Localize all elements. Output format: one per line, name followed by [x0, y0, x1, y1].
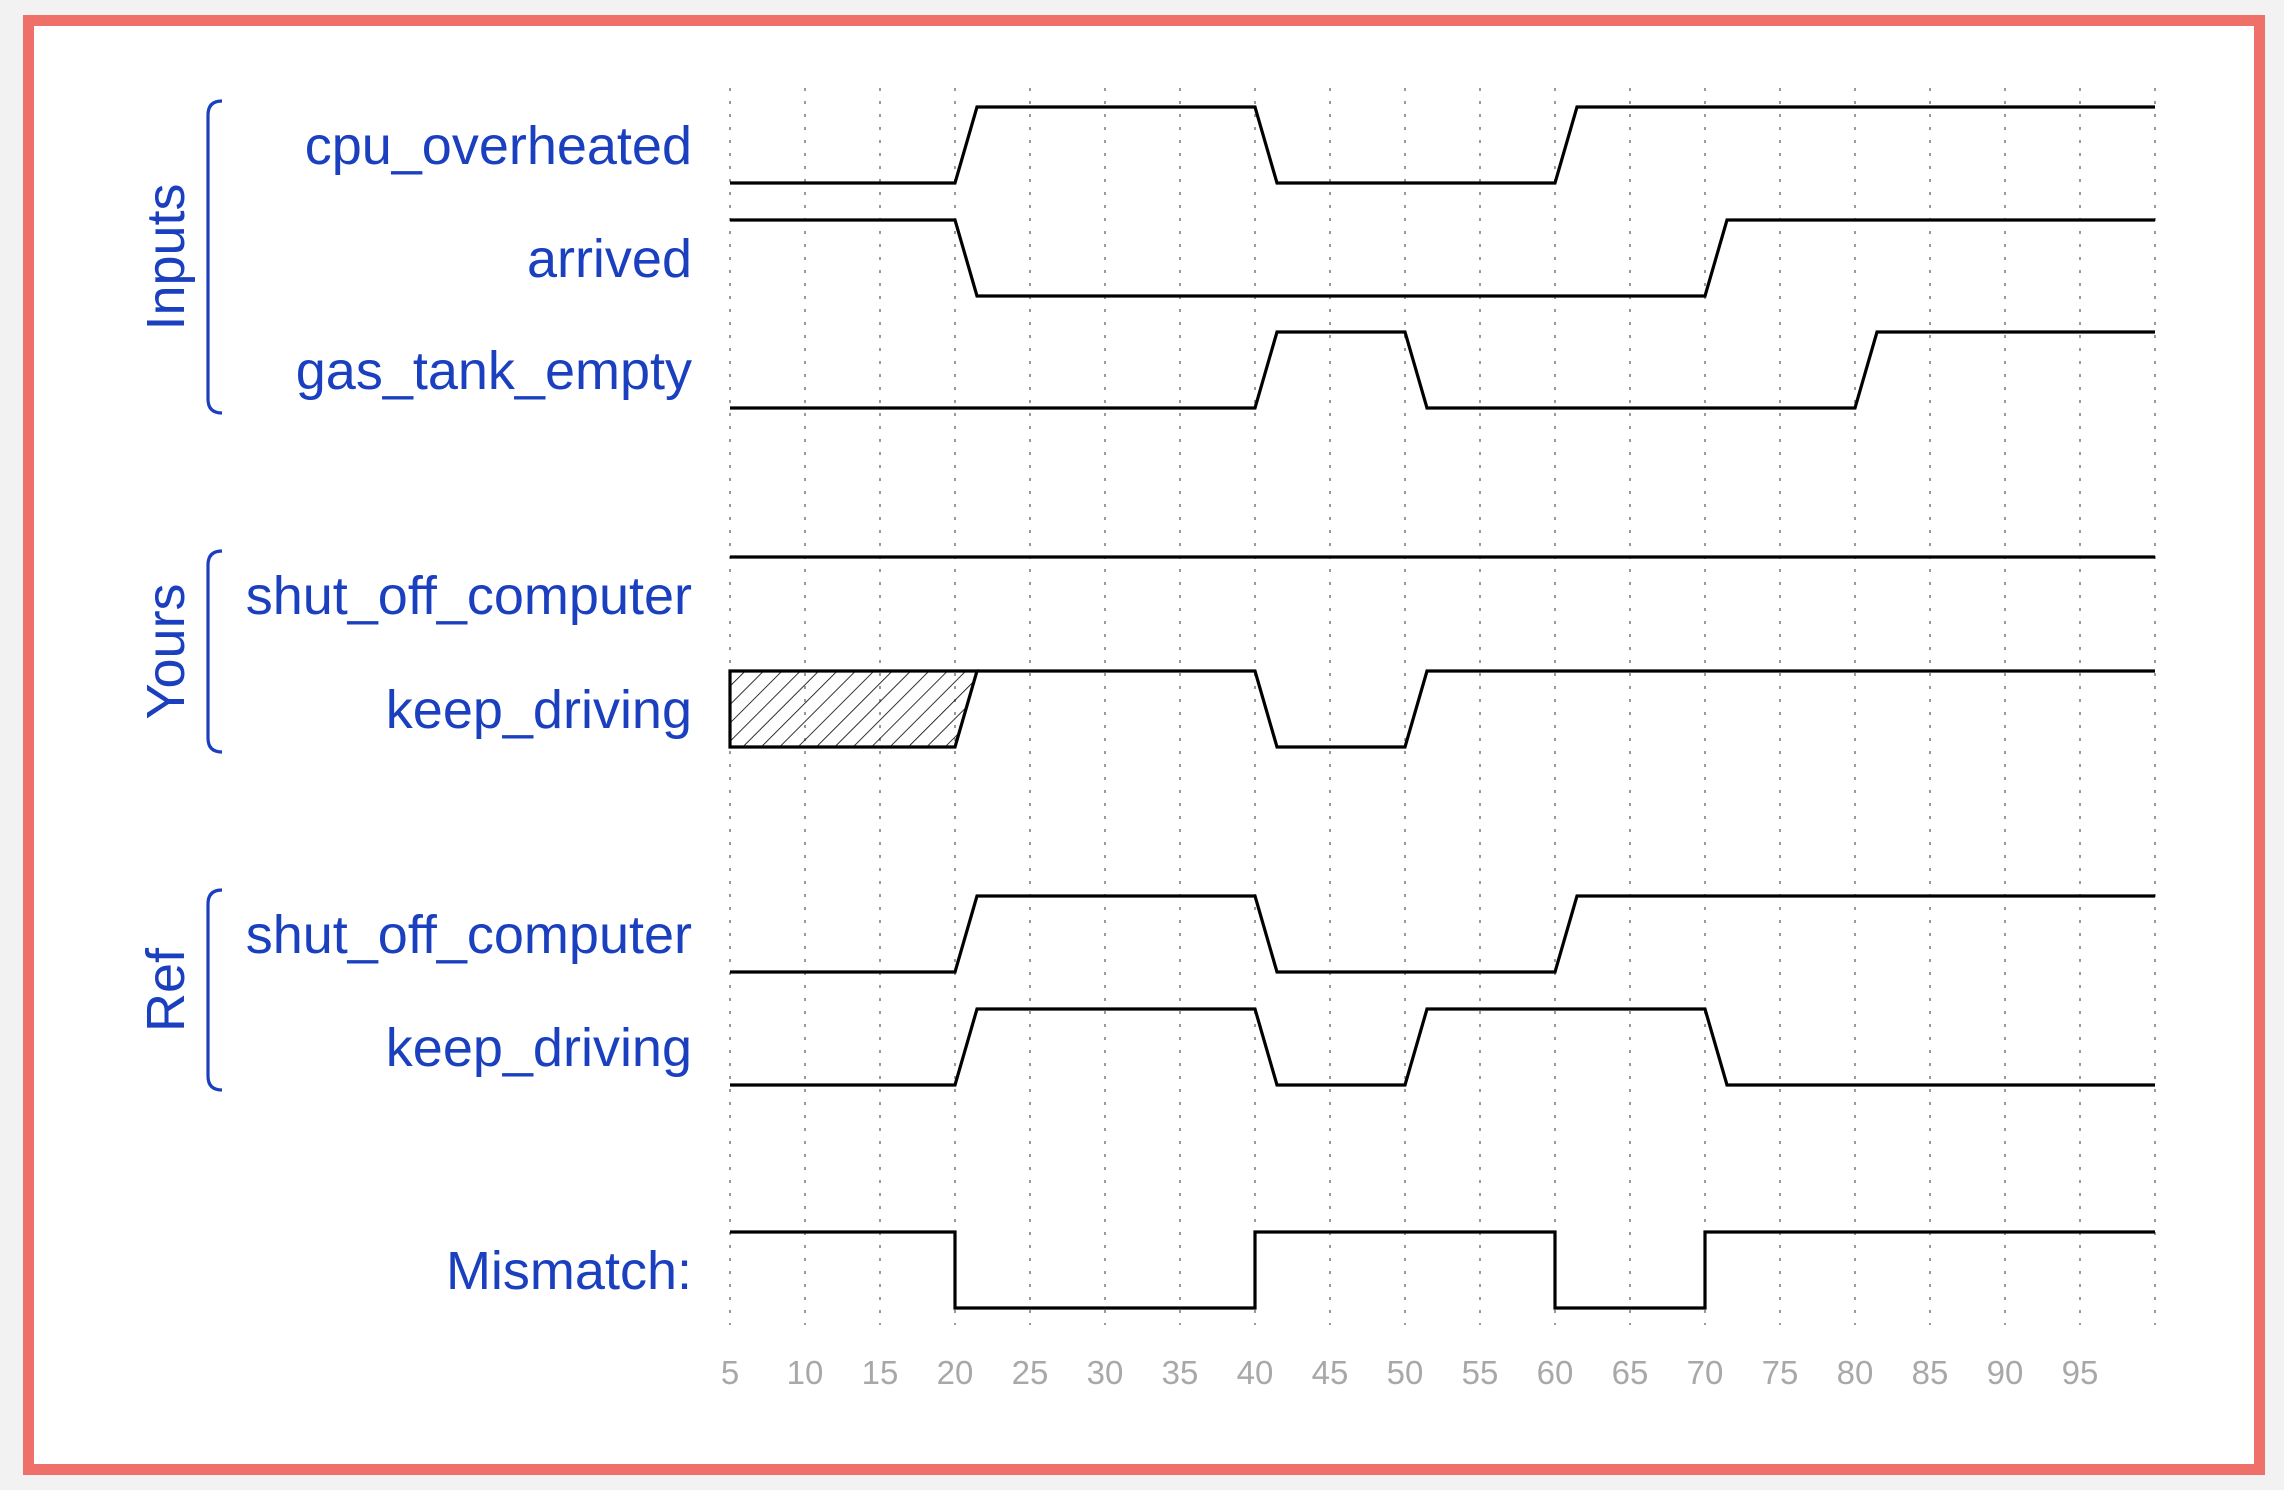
yours-keep-driving-unknown-region — [728, 669, 980, 749]
ref-shut-off-computer-wave — [730, 894, 2155, 974]
signal-label-keep-driving: keep_driving — [386, 1018, 692, 1078]
x-tick-label: 55 — [1462, 1354, 1499, 1391]
x-tick-label: 15 — [862, 1354, 899, 1391]
x-tick-label: 65 — [1612, 1354, 1649, 1391]
x-tick-label: 20 — [937, 1354, 974, 1391]
x-tick-label: 35 — [1162, 1354, 1199, 1391]
signal-label-keep-driving: keep_driving — [386, 680, 692, 740]
x-tick-label: 10 — [787, 1354, 824, 1391]
inputs-cpu-overheated-wave — [730, 105, 2155, 185]
signal-label-arrived: arrived — [527, 229, 692, 289]
x-tick-label: 70 — [1687, 1354, 1724, 1391]
signal-label-shut-off-computer: shut_off_computer — [246, 566, 692, 626]
x-tick-label: 95 — [2062, 1354, 2099, 1391]
mismatch-wave — [730, 1230, 2155, 1310]
mismatch-label: Mismatch: — [446, 1241, 692, 1301]
x-tick-label: 80 — [1837, 1354, 1874, 1391]
group-brace — [206, 888, 223, 1092]
x-tick-label: 5 — [721, 1354, 739, 1391]
time-axis-ticks: 5 10 15 20 25 30 35 40 45 50 55 60 65 70 75 80 85 90 95 — [721, 1354, 2099, 1391]
group-ref: Ref shut_off_computer keep_driving — [136, 888, 692, 1092]
x-tick-label: 85 — [1912, 1354, 1949, 1391]
signal-label-gas-tank-empty: gas_tank_empty — [296, 341, 692, 401]
x-tick-label: 60 — [1537, 1354, 1574, 1391]
inputs-gas-tank-empty-wave — [730, 330, 2155, 410]
x-tick-label: 90 — [1987, 1354, 2024, 1391]
group-brace — [206, 99, 223, 415]
signal-label-shut-off-computer: shut_off_computer — [246, 905, 692, 965]
x-tick-label: 45 — [1312, 1354, 1349, 1391]
signal-waves — [728, 105, 2155, 1310]
x-tick-label: 25 — [1012, 1354, 1049, 1391]
x-tick-label: 50 — [1387, 1354, 1424, 1391]
group-label: Inputs — [136, 183, 196, 330]
yours-keep-driving-wave — [977, 669, 2155, 749]
x-tick-label: 75 — [1762, 1354, 1799, 1391]
x-tick-label: 40 — [1237, 1354, 1274, 1391]
group-brace — [206, 549, 223, 754]
ref-keep-driving-wave — [730, 1007, 2155, 1087]
group-label: Ref — [136, 947, 196, 1032]
signal-label-cpu-overheated: cpu_overheated — [305, 116, 692, 176]
group-label: Yours — [136, 583, 196, 719]
x-tick-label: 30 — [1087, 1354, 1124, 1391]
inputs-arrived-wave — [730, 218, 2155, 298]
group-yours: Yours shut_off_computer keep_driving — [136, 549, 692, 754]
